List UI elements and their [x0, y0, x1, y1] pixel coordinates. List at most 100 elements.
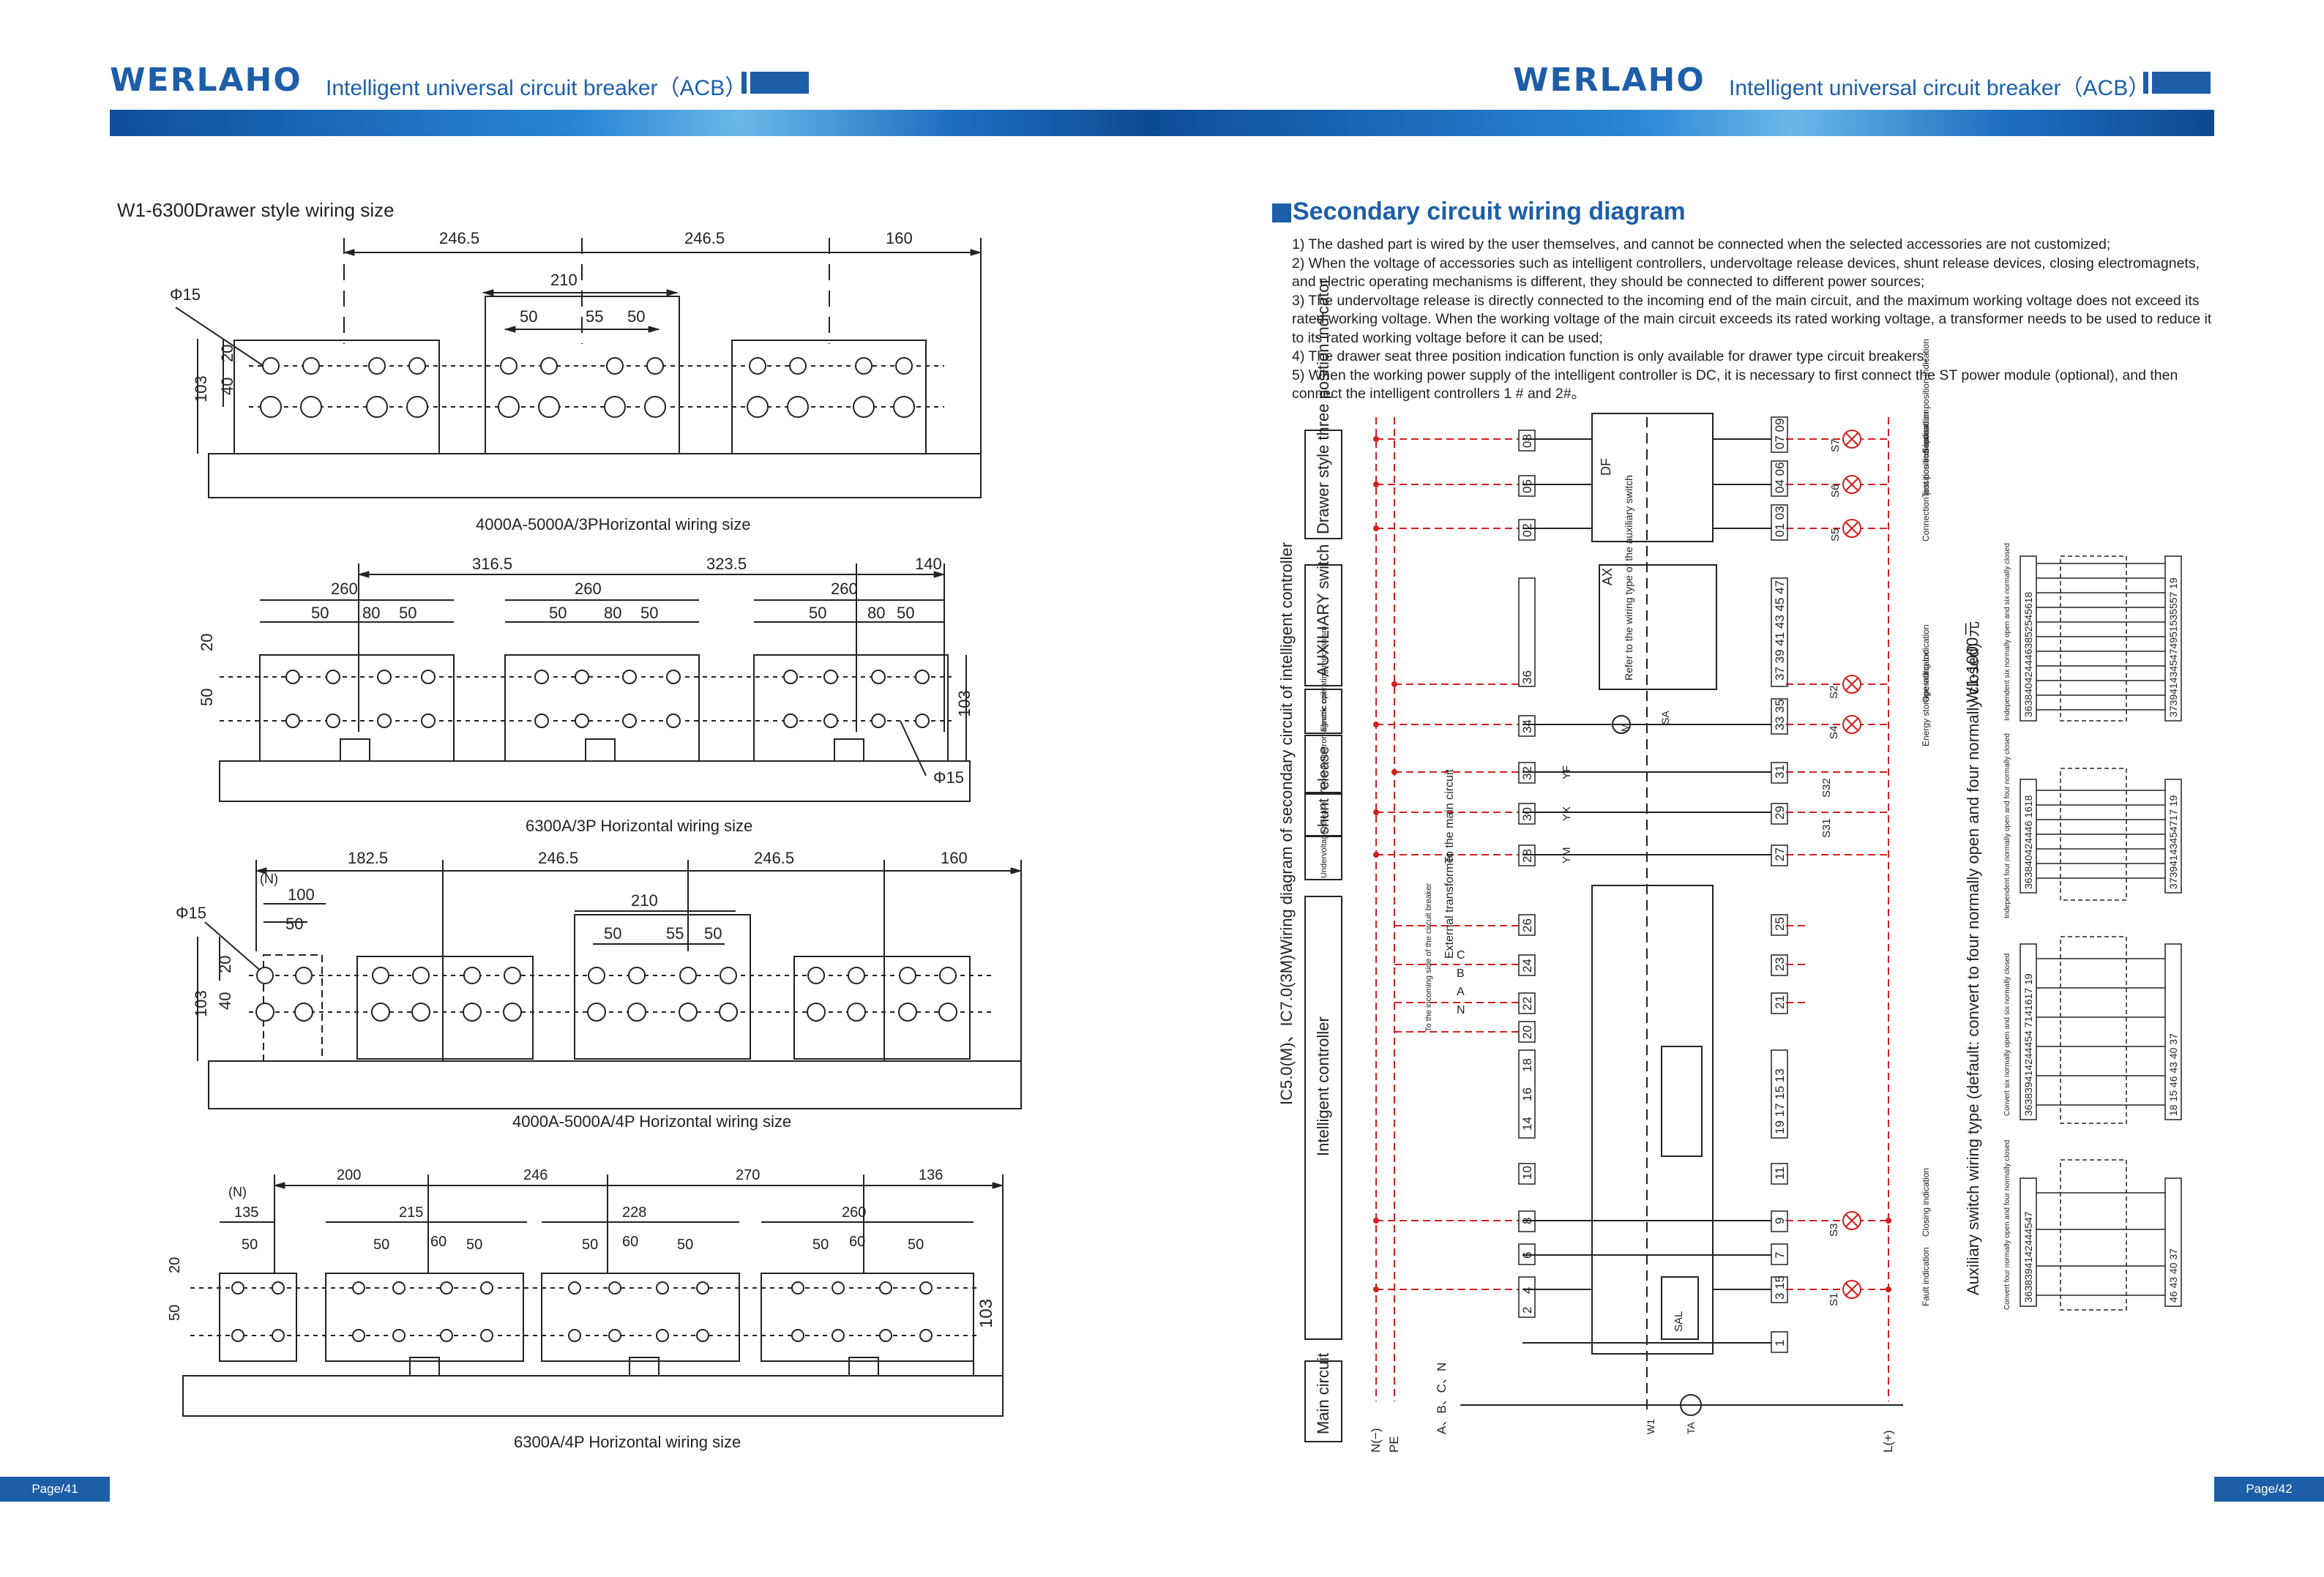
term-30: 30 — [1520, 807, 1534, 821]
term-19-13: 19 17 15 13 — [1773, 1068, 1787, 1134]
caption-fig3: 4000A-5000A/4P Horizontal wiring size — [512, 1112, 792, 1131]
aux-lines — [2036, 563, 2165, 1296]
term-32: 32 — [1520, 766, 1534, 780]
term-31: 31 — [1773, 765, 1787, 779]
fig1-dim-top-1: 246.5 — [439, 229, 479, 247]
fig4-s3-3: 50 — [908, 1237, 924, 1253]
term-02: 02 — [1520, 523, 1534, 537]
fig3-small-1: 50 — [604, 924, 621, 943]
fig4-n135: 135 — [234, 1205, 258, 1221]
aux3-top: 363839414244454 7141617 19 — [2022, 973, 2034, 1116]
fig4-drawing — [182, 1175, 1004, 1417]
fig1-dim-mid: 210 — [550, 271, 578, 289]
term-08: 08 — [1520, 434, 1534, 448]
fig3-v2: 40 — [216, 992, 234, 1010]
fig2-dim-top-2: 323.5 — [706, 555, 747, 573]
code-yf: YF — [1561, 765, 1573, 779]
fig1-v1: 20 — [218, 345, 236, 362]
code-yx: YX — [1561, 806, 1573, 821]
label-separation: Separation position indication — [1921, 339, 1931, 454]
aux2-label: Independent four normally open and four … — [2003, 733, 2011, 918]
term-2: 2 — [1520, 1307, 1534, 1314]
term-11: 11 — [1773, 1166, 1787, 1180]
block-main — [1304, 1360, 1342, 1442]
aux-model: W1-1000元 — [1963, 621, 1981, 703]
block-aux — [1304, 564, 1342, 686]
term-21: 21 — [1773, 995, 1787, 1009]
code-s3: S3 — [1828, 1224, 1840, 1237]
fig2-small-c2: 80 — [867, 604, 885, 622]
label-fault: Fault indication — [1921, 1247, 1931, 1306]
fig2-dim-top-3: 140 — [915, 555, 942, 573]
term-1: 1 — [1773, 1340, 1787, 1346]
block-controller — [1304, 896, 1342, 1340]
fig4-dim-top-3: 270 — [736, 1167, 760, 1183]
fig4-mid-3: 260 — [842, 1205, 866, 1221]
section-marker — [1272, 203, 1291, 222]
ax-box — [1599, 564, 1717, 690]
term-36: 36 — [1520, 670, 1534, 684]
fig2-small-b3: 50 — [640, 604, 658, 622]
fig4-s1-3: 60 — [430, 1234, 447, 1250]
fig1-dim-small-2: 55 — [586, 307, 603, 326]
note-3: 3) The undervoltage release is directly … — [1292, 292, 2212, 346]
red-rows — [1376, 438, 1888, 1290]
fig3-phi: Φ15 — [176, 904, 206, 922]
note-1: 1) The dashed part is wired by the user … — [1292, 236, 2111, 252]
label-ceo: Closed electromagnetic coil — [1320, 692, 1329, 790]
fig4-dim-top-4: 136 — [919, 1167, 943, 1183]
fig3-dim-top-4: 160 — [941, 849, 968, 867]
term-05: 05 — [1520, 479, 1534, 493]
aux1-top: 3638404244463852545618 — [2022, 591, 2034, 717]
fig3-n100: 100 — [288, 885, 315, 904]
fig3-n: (N) — [260, 872, 278, 886]
fig4-mid-2: 228 — [622, 1205, 646, 1221]
block-drawer — [1304, 430, 1342, 539]
term-9: 9 — [1773, 1218, 1787, 1224]
note-5: 5) When the working power supply of the … — [1292, 367, 2178, 402]
fig2-v3: 103 — [955, 690, 974, 717]
label-energy: Energy storage indicator — [1921, 651, 1931, 746]
left-section-title: W1-6300Drawer style wiring size — [117, 199, 395, 221]
header-tag-right — [2137, 72, 2211, 94]
df-box — [1591, 413, 1714, 542]
fig1-v3: 103 — [192, 375, 210, 402]
fig1-v2: 40 — [218, 378, 236, 395]
term-10: 10 — [1520, 1166, 1534, 1180]
term-20: 20 — [1520, 1025, 1534, 1039]
fig4-s1-4: 50 — [466, 1237, 482, 1253]
fig3-dim-top-1: 182.5 — [348, 849, 388, 867]
term-28: 28 — [1520, 849, 1534, 863]
aux4-label: Convert four normally open and four norm… — [2003, 1140, 2011, 1310]
fig3-dim-top-2: 246.5 — [538, 849, 578, 867]
code-s6: S6 — [1829, 484, 1842, 498]
header-subtitle-left: Intelligent universal circuit breaker（AC… — [326, 76, 747, 100]
note-2: 2) When the voltage of accessories such … — [1292, 255, 2200, 291]
fig3-v3: 103 — [192, 990, 210, 1017]
term-18: 18 — [1520, 1058, 1534, 1072]
term-24: 24 — [1520, 959, 1534, 973]
term-23: 23 — [1773, 957, 1787, 971]
fig3-v1: 20 — [216, 956, 234, 973]
fig2-small-c1: 50 — [809, 604, 826, 622]
fig3-n50: 50 — [285, 915, 303, 933]
fig3-small-3: 50 — [704, 924, 722, 943]
fig4-s2-1: 50 — [582, 1237, 598, 1253]
term-27: 27 — [1773, 847, 1787, 861]
fig1-dim-small-3: 50 — [627, 307, 645, 326]
aux4-top: 3638394142444547 — [2022, 1211, 2034, 1303]
code-sal: SAL — [1673, 1311, 1685, 1332]
fig2-dim-mid-3: 260 — [831, 580, 858, 598]
caption-fig4: 6300A/4P Horizontal wiring size — [514, 1433, 741, 1451]
fig3-dim-mid: 210 — [631, 891, 658, 910]
label-to-main: To the main circuit — [1443, 769, 1456, 864]
fig3-small-2: 55 — [666, 924, 684, 943]
fig2-dim-mid-1: 260 — [331, 580, 358, 598]
fig3-dim-top-3: 246.5 — [754, 849, 794, 867]
relay-box — [1661, 1046, 1703, 1157]
fig1-dim-small-1: 50 — [520, 307, 537, 326]
label-connection: Connection position indication — [1921, 425, 1931, 542]
term-22: 22 — [1520, 997, 1534, 1011]
term-25: 25 — [1773, 917, 1787, 931]
